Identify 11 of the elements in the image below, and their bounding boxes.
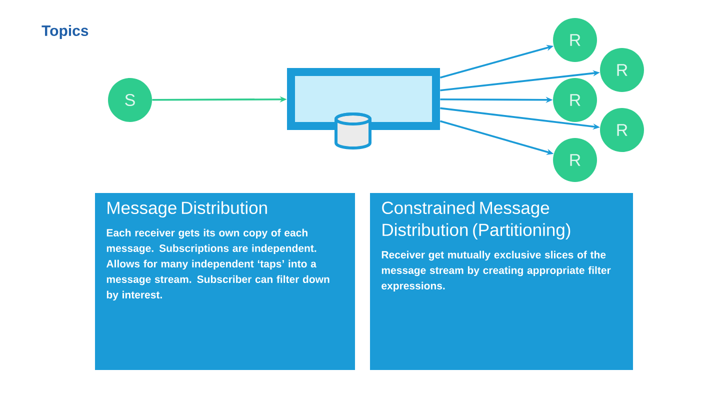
circle-node: S [108,78,152,122]
text-panel: Message Distribution Each receiver gets its own copy of each message. Subscriptions are independent. Allows for many independent ‘taps’ into a message stream. Subscriber can filter down by interest. [95,193,355,370]
circle-node: R [553,78,597,122]
circle-node: R [553,138,597,182]
database-cylinder [334,112,372,150]
topic-box [287,68,440,130]
title: Topics [42,25,88,39]
circle-node: R [600,48,644,92]
circle-node: R [553,18,597,62]
circle-node: R [600,108,644,152]
text-panel: Constrained Message Distribution (Partitioning) Receiver get mutually exclusive slices of the message stream by creating appropriate filter expressions. [370,193,633,370]
